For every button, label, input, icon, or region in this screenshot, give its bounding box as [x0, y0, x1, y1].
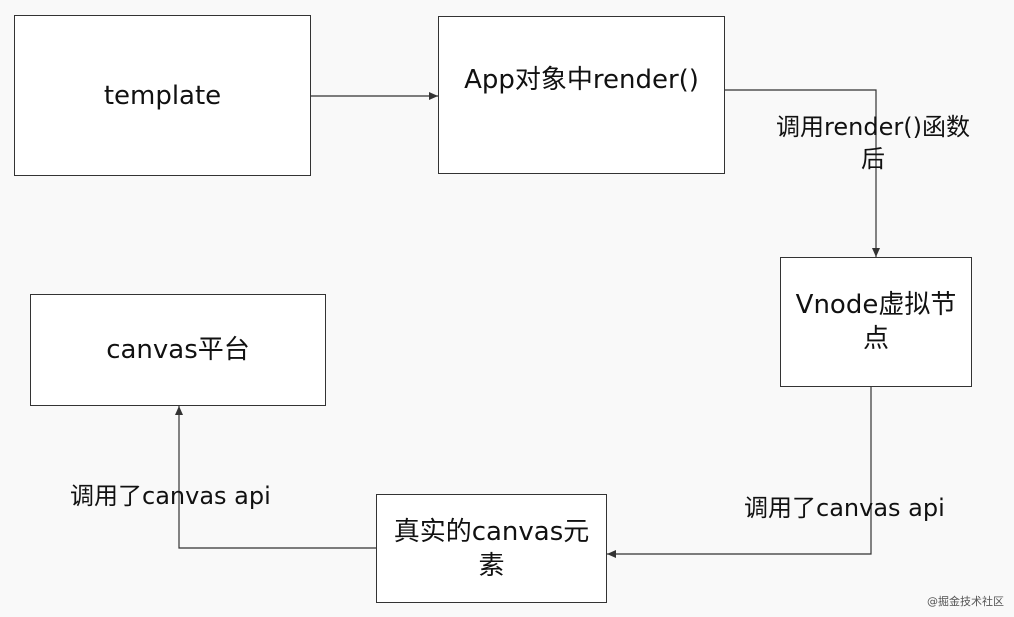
watermark: @掘金技术社区: [927, 595, 1004, 608]
edge-label-render-call-text: 调用render()函数后: [776, 113, 970, 173]
edge-vnode-to-real-canvas: [607, 387, 872, 558]
node-canvas-platform: canvas平台: [30, 294, 326, 406]
edge-label-real-to-platform: 调用了canvas api: [70, 480, 271, 512]
node-vnode-label: Vnode虚拟节点: [795, 290, 957, 354]
node-canvas-platform-label: canvas平台: [106, 335, 250, 365]
edge-app-render-to-vnode: [725, 89, 880, 257]
edge-label-render-call: 调用render()函数后: [768, 111, 978, 175]
edge-label-real-to-platform-text: 调用了canvas api: [70, 482, 271, 510]
node-template-label: template: [103, 80, 222, 111]
node-real-canvas-label: 真实的canvas元素: [393, 516, 590, 581]
node-app-render-label: App对象中render(): [464, 65, 699, 95]
edge-real-canvas-to-platform: [175, 406, 376, 549]
edge-label-vnode-to-real: 调用了canvas api: [744, 492, 945, 524]
node-real-canvas: 真实的canvas元素: [376, 494, 607, 603]
node-vnode: Vnode虚拟节点: [780, 257, 972, 387]
edge-label-vnode-to-real-text: 调用了canvas api: [744, 494, 945, 522]
node-template: template: [14, 15, 311, 176]
node-app-render: App对象中render(): [438, 16, 725, 174]
